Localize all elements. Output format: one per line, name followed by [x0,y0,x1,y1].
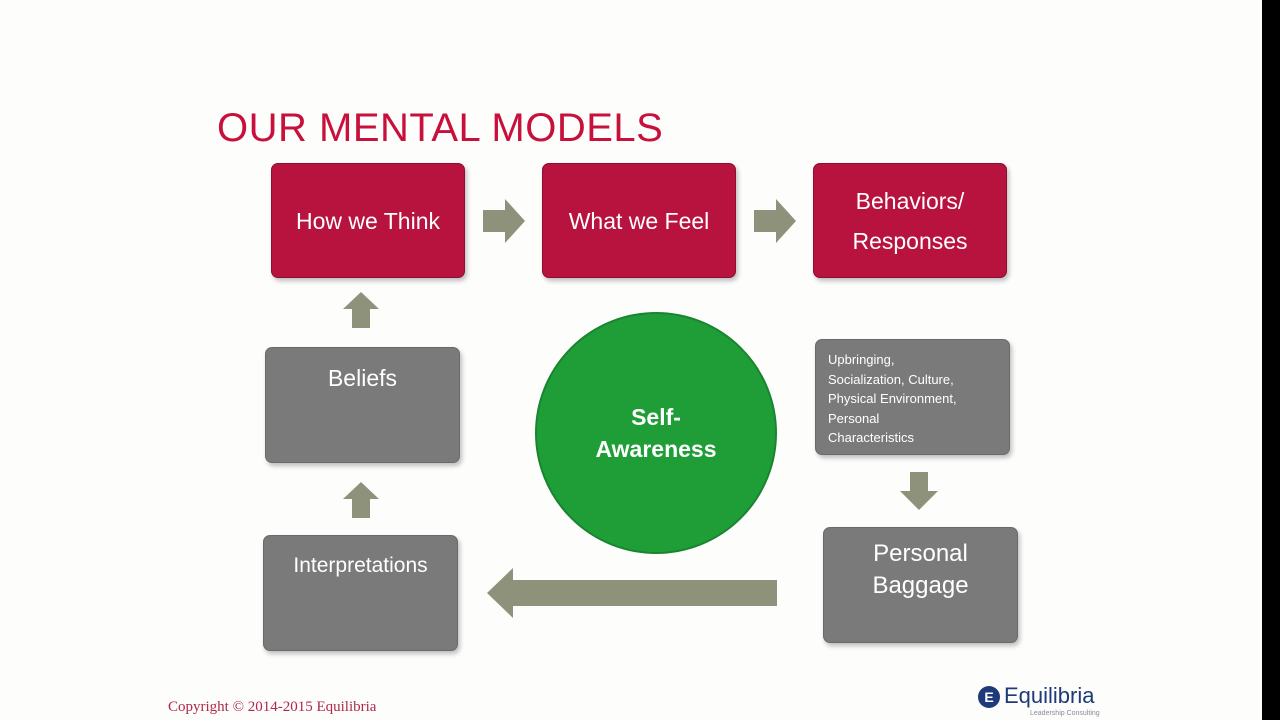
baggage-label-line1: Personal [873,540,968,567]
slide-title: OUR MENTAL MODELS [217,106,664,150]
beliefs-label: Beliefs [327,365,398,391]
behaviors-label-line2: Responses [852,227,968,254]
beliefs-box: Beliefs [265,347,460,463]
arrow-right-icon [483,199,525,243]
personal-baggage-box: Personal Baggage [823,527,1018,643]
influence-item: Personal [828,410,880,426]
behaviors-responses-box: Behaviors/ Responses [813,163,1007,278]
arrow-up-icon [343,292,379,328]
influence-item: Upbringing, [828,352,895,367]
influence-item: Physical Environment, [828,391,957,406]
what-we-feel-box: What we Feel [542,163,736,278]
equilibria-logo: E Equilibria Leadership Consulting [978,683,1108,717]
interpretations-box: Interpretations [263,535,458,651]
influences-box: Upbringing, Socialization, Culture, Phys… [815,339,1010,455]
influence-item: Characteristics [828,430,914,445]
logo-tagline: Leadership Consulting [1030,710,1100,717]
interpretations-label: Interpretations [293,554,428,577]
logo-mark-icon: E [978,686,1000,708]
baggage-label-line2: Baggage [872,572,969,599]
arrow-up-icon [343,482,379,518]
copyright-text: Copyright © 2014-2015 Equilibria [168,699,377,715]
how-we-think-label: How we Think [295,207,441,234]
right-letterbox-bar [1262,0,1280,720]
self-awareness-line2: Awareness [595,436,717,462]
arrow-left-icon [487,568,777,618]
how-we-think-box: How we Think [271,163,465,278]
behaviors-label-line1: Behaviors/ [855,187,965,214]
logo-name: Equilibria [1004,683,1095,708]
influences-list: Upbringing, Socialization, Culture, Phys… [828,350,957,448]
arrow-right-icon [754,199,796,243]
arrow-down-icon [900,472,938,510]
self-awareness-line1: Self- [631,404,681,430]
influence-item: Socialization, Culture, [828,371,954,387]
self-awareness-circle: Self- Awareness [535,312,777,554]
what-we-feel-label: What we Feel [568,207,710,234]
